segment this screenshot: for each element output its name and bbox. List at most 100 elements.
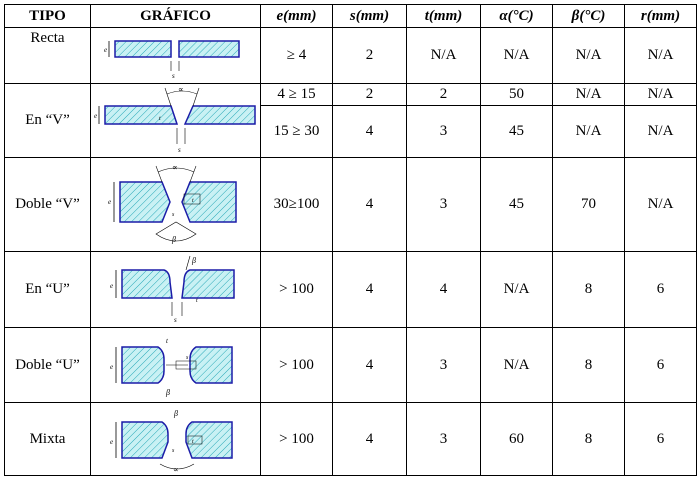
recta-r: N/A [624, 27, 697, 84]
doble-u-right-plate [188, 346, 233, 384]
en-u-s: 4 [332, 251, 407, 328]
doble-v-left-plate [118, 180, 171, 223]
mixta-t-label: t [192, 439, 194, 445]
en-v-t-label: t [159, 116, 161, 122]
doble-u-e-label: e [110, 363, 113, 371]
en-v-2-r: N/A [624, 105, 697, 158]
tipo-doble-v: Doble “V” [4, 157, 91, 252]
doble-u-beta: 8 [552, 327, 625, 403]
en-v-right-plate [183, 104, 256, 125]
en-u-t: 4 [406, 251, 481, 328]
weld-joint-table: TIPO GRÁFICO e(mm) s(mm) t(mm) α(°C) β(°… [4, 4, 697, 476]
mixta-alpha: 60 [480, 402, 553, 476]
mixta-right-plate [184, 421, 233, 459]
doble-v-e-label: e [108, 198, 111, 206]
doble-u-r: 6 [624, 327, 697, 403]
recta-e-label: e [104, 46, 107, 54]
row-doble-v: Doble “V” ∝ β e t s 30≥1 [4, 157, 697, 252]
recta-beta: N/A [552, 27, 625, 84]
mixta-s-label: s [172, 448, 175, 454]
diagram-doble-u-cell: e t β s [90, 327, 261, 403]
doble-v-t-label: t [192, 198, 194, 204]
row-en-v-2: 15 ≥ 30 4 3 45 N/A N/A [5, 105, 697, 158]
mixta-joint-diagram: e β ∝ t s [110, 409, 233, 474]
en-u-beta: 8 [552, 251, 625, 328]
header-tipo: TIPO [4, 4, 91, 28]
en-u-right-plate [180, 268, 235, 299]
doble-u-e: > 100 [260, 327, 333, 403]
tipo-recta: Recta [4, 27, 91, 84]
doble-u-alpha: N/A [480, 327, 553, 403]
header-row: TIPO GRÁFICO e(mm) s(mm) t(mm) α(°C) β(°… [4, 4, 697, 28]
doble-u-joint-diagram: e t β s [110, 337, 233, 397]
en-v-1-r: N/A [624, 83, 697, 106]
en-v-2-alpha: 45 [480, 105, 553, 158]
recta-e: ≥ 4 [260, 27, 333, 84]
en-v-2-s: 4 [332, 105, 407, 158]
recta-alpha: N/A [480, 27, 553, 84]
mixta-s: 4 [332, 402, 407, 476]
en-v-1-s: 2 [332, 83, 407, 106]
recta-left-plate [113, 39, 172, 58]
en-v-2-e: 15 ≥ 30 [260, 105, 333, 158]
mixta-t: 3 [406, 402, 481, 476]
mixta-beta: 8 [552, 402, 625, 476]
en-u-alpha: N/A [480, 251, 553, 328]
recta-s-label: s [172, 72, 175, 80]
header-e: e(mm) [260, 4, 333, 28]
en-u-t-label: t [196, 298, 198, 304]
row-recta: Recta e s ≥ 4 2 N/A N/A N/A N/A [4, 27, 697, 84]
header-grafico: GRÁFICO [90, 4, 261, 28]
en-u-s-label: s [174, 316, 177, 324]
doble-v-t: 3 [406, 157, 481, 252]
en-u-r: 6 [624, 251, 697, 328]
tipo-doble-u: Doble “U” [4, 327, 91, 403]
doble-u-t-label: t [166, 337, 169, 345]
en-u-left-plate [120, 268, 173, 299]
diagram-mixta-cell: e β ∝ t s [90, 402, 261, 476]
doble-v-beta-label: β [171, 235, 176, 244]
diagram-en-u-cell: β e s t [90, 251, 261, 328]
recta-joint-diagram: e s [104, 39, 240, 80]
en-u-e-label: e [110, 282, 113, 290]
mixta-e-label: e [110, 438, 113, 446]
en-v-2-beta: N/A [552, 105, 625, 158]
row-en-v-1: En “V” ∝ e s t 4 ≥ 15 2 [4, 83, 697, 158]
recta-t: N/A [406, 27, 481, 84]
mixta-left-plate [120, 421, 169, 459]
doble-v-alpha: 45 [480, 157, 553, 252]
en-v-e-label: e [94, 112, 97, 120]
doble-v-r: N/A [624, 157, 697, 252]
doble-u-t: 3 [406, 327, 481, 403]
doble-u-left-plate [120, 346, 165, 384]
doble-v-s: 4 [332, 157, 407, 252]
en-v-2-t: 3 [406, 105, 481, 158]
en-v-1-t: 2 [406, 83, 481, 106]
header-t: t(mm) [406, 4, 481, 28]
doble-v-alpha-label: ∝ [172, 163, 178, 172]
en-u-joint-diagram: β e s t [110, 255, 235, 324]
mixta-r: 6 [624, 402, 697, 476]
doble-v-s-label: s [172, 212, 175, 218]
doble-u-s-label: s [186, 355, 189, 361]
header-r: r(mm) [624, 4, 697, 28]
row-mixta: Mixta e β ∝ t s > 100 4 3 60 8 [4, 402, 697, 476]
recta-s: 2 [332, 27, 407, 84]
diagram-en-v-cell: ∝ e s t [90, 83, 261, 158]
diagram-doble-v-cell: ∝ β e t s [90, 157, 261, 252]
tipo-mixta: Mixta [4, 402, 91, 476]
header-s: s(mm) [332, 4, 407, 28]
doble-v-right-plate [180, 180, 237, 223]
en-v-alpha-label: ∝ [178, 86, 184, 94]
row-doble-u: Doble “U” e t β s > 100 4 3 N/A 8 6 [4, 327, 697, 403]
diagram-recta-cell: e s [90, 27, 261, 84]
doble-u-beta-label: β [165, 388, 170, 397]
recta-right-plate [177, 39, 240, 58]
en-v-1-e: 4 ≥ 15 [260, 83, 333, 106]
en-v-joint-diagram: ∝ e s t [94, 86, 256, 154]
header-beta: β(°C) [552, 4, 625, 28]
doble-u-s: 4 [332, 327, 407, 403]
header-alpha: α(°C) [480, 4, 553, 28]
tipo-en-v: En “V” [4, 83, 91, 158]
en-v-left-plate [104, 104, 179, 125]
